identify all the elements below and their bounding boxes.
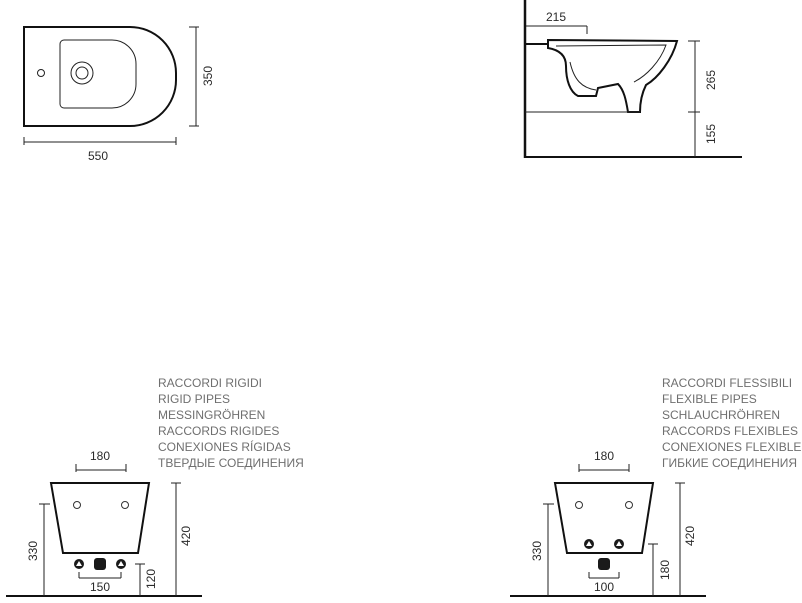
connection-arrow-icon xyxy=(616,541,622,546)
top-width-dim-label: 180 xyxy=(90,449,110,463)
width-dim-label: 550 xyxy=(88,149,108,163)
legend-line: RACCORDI RIGIDI xyxy=(158,376,262,390)
top-width-dim-label: 180 xyxy=(594,449,614,463)
bidet-front-outline xyxy=(49,482,151,554)
bidet-side-outline xyxy=(547,38,679,113)
left-height-dim-label: 330 xyxy=(530,541,544,561)
bowl-inner-line xyxy=(555,44,667,83)
floor-dim-label: 155 xyxy=(704,124,718,144)
top-view: 550 350 xyxy=(23,26,215,163)
legend-line: ТВЕРДЫЕ СОЕДИНЕНИЯ xyxy=(158,456,304,470)
legend-line: RIGID PIPES xyxy=(158,392,230,406)
pipe-height-dim-label: 120 xyxy=(144,569,158,589)
pipe-spacing-dim-label: 150 xyxy=(90,580,110,594)
connection-arrow-icon xyxy=(586,541,592,546)
legend-line: RACCORDS RIGIDES xyxy=(158,424,279,438)
left-height-dim-label: 330 xyxy=(26,541,40,561)
rigid-legend: RACCORDI RIGIDI RIGID PIPES MESSINGRÖHRE… xyxy=(158,376,304,470)
legend-line: SCHLAUCHRÖHREN xyxy=(662,408,780,422)
fixing-hole xyxy=(121,501,129,509)
flexible-pipes-view: RACCORDI FLESSIBILI FLEXIBLE PIPES SCHLA… xyxy=(510,376,802,597)
height-dim-label: 420 xyxy=(179,526,193,546)
fixing-hole xyxy=(625,501,633,509)
bidet-plan-outline xyxy=(23,26,177,127)
drain-inner xyxy=(75,66,89,80)
legend-line: CONEXIONES FLEXIBLES xyxy=(662,440,802,454)
bowl-rim-outline xyxy=(59,39,137,109)
connection-arrow-icon xyxy=(76,561,82,566)
rigid-pipes-view: RACCORDI RIGIDI RIGID PIPES MESSINGRÖHRE… xyxy=(6,376,304,597)
fixing-hole xyxy=(73,501,81,509)
pipe-connections xyxy=(584,539,624,570)
pipe-spacing-dim-label: 100 xyxy=(594,580,614,594)
legend-line: RACCORDS FLEXIBLES xyxy=(662,424,798,438)
pipe-connections xyxy=(74,558,126,570)
offset-dim-label: 215 xyxy=(546,10,566,24)
pipe-height-dim-label: 180 xyxy=(658,560,672,580)
height-dim-label: 420 xyxy=(683,526,697,546)
drain-connection xyxy=(598,558,610,570)
fixing-hole xyxy=(575,501,583,509)
connection-arrow-icon xyxy=(118,561,124,566)
outlet-line xyxy=(569,61,597,91)
legend-line: CONEXIONES RÍGIDAS xyxy=(158,439,291,454)
flexible-legend: RACCORDI FLESSIBILI FLEXIBLE PIPES SCHLA… xyxy=(662,376,802,470)
tap-hole xyxy=(37,69,45,77)
side-view: 215 265 155 xyxy=(523,0,742,158)
legend-line: RACCORDI FLESSIBILI xyxy=(662,376,792,390)
height-dim-label: 265 xyxy=(704,70,718,90)
legend-line: ГИБКИЕ СОЕДИНЕНИЯ xyxy=(662,456,797,470)
drain-connection xyxy=(94,558,106,570)
legend-line: FLEXIBLE PIPES xyxy=(662,392,757,406)
drain-outer xyxy=(70,61,94,85)
bidet-front-outline xyxy=(553,482,655,554)
legend-line: MESSINGRÖHREN xyxy=(158,408,265,422)
depth-dim-label: 350 xyxy=(201,66,215,86)
